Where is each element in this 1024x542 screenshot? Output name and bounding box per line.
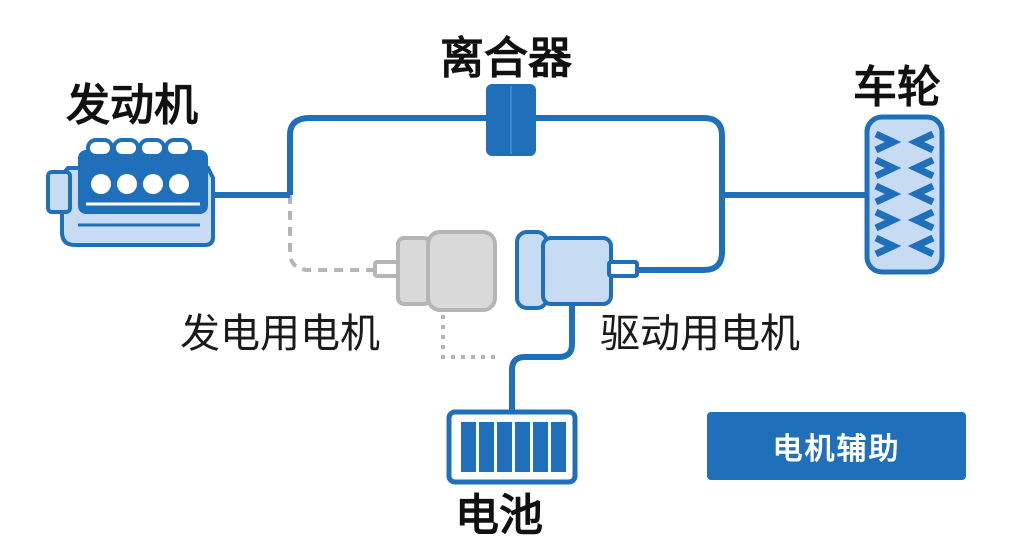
clutch-icon [486, 84, 536, 156]
wheel-icon [864, 114, 945, 275]
battery-label: 电池 [455, 490, 543, 541]
engine-to-generator-dashed-link [288, 195, 382, 272]
main-drive-loop [287, 115, 725, 273]
clutch-label: 离合器 [440, 33, 573, 84]
drive-motor-icon [515, 230, 639, 310]
generator-to-battery-dotted-link [441, 315, 496, 359]
generator-motor-icon [373, 230, 497, 312]
battery-to-drive-motor-link [509, 306, 575, 412]
mode-badge: 电机辅助 [707, 412, 966, 480]
engine-icon [46, 138, 215, 247]
generator-motor-label: 发电用电机 [180, 311, 380, 357]
wheel-label: 车轮 [853, 62, 941, 113]
engine-label: 发动机 [66, 80, 198, 131]
drive-motor-label: 驱动用电机 [600, 311, 800, 357]
mode-badge-label: 电机辅助 [772, 432, 901, 467]
battery-icon [446, 409, 578, 485]
